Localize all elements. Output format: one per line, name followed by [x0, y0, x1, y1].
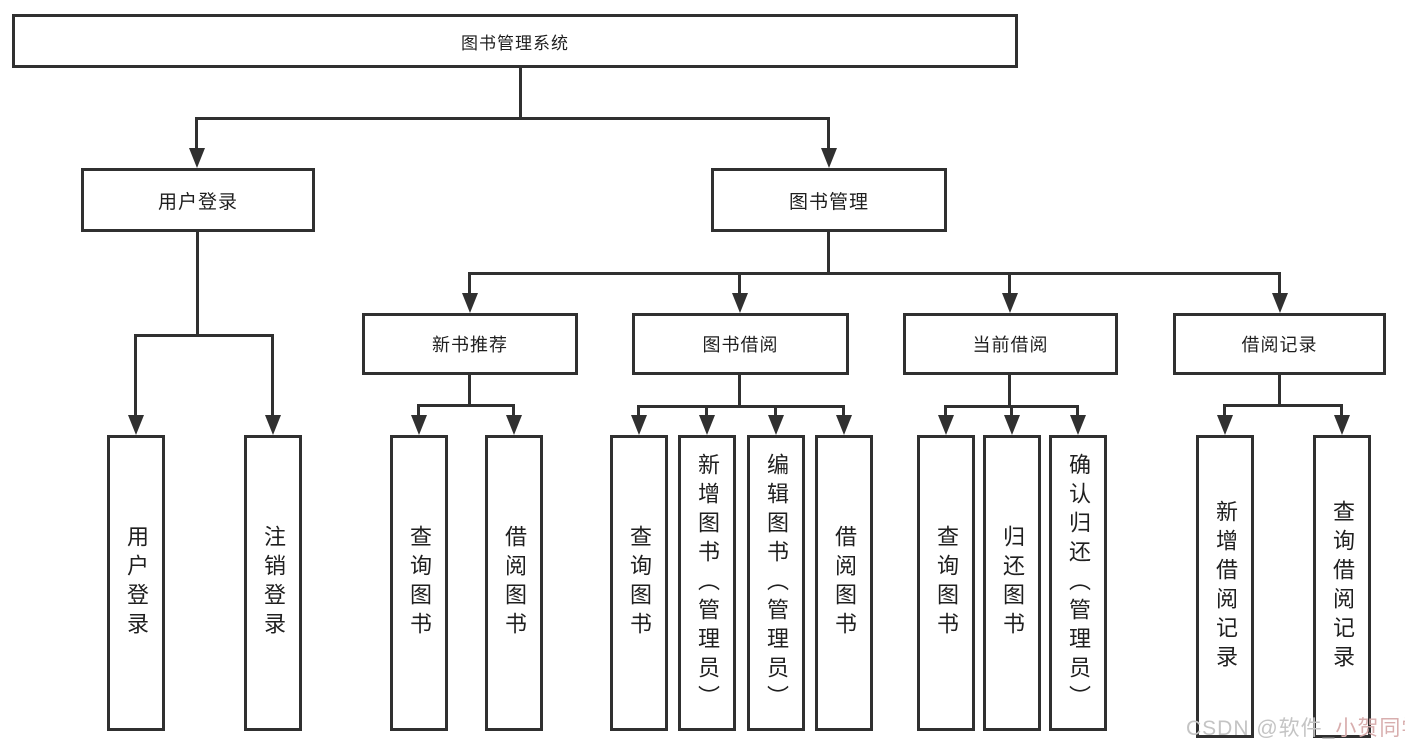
node-new-book-label: 新书推荐 [432, 335, 508, 355]
leaf-label: 借阅图书 [832, 525, 857, 641]
connector-drop-book-borrow [738, 272, 741, 296]
connector-drop-leaf-cb3 [1076, 405, 1079, 418]
node-book-mgmt-label: 图书管理 [788, 191, 869, 213]
leaf-label: 查询图书 [627, 525, 652, 641]
connector-new-book-stem [468, 373, 471, 406]
node-current-borrow-label: 当前借阅 [972, 335, 1049, 355]
leaf-bb-query-book: 查询图书 [610, 435, 668, 731]
arrow-down-icon [506, 415, 522, 435]
connector-bar-bb-children [637, 405, 845, 408]
leaf-label: 新增借阅记录 [1213, 499, 1238, 674]
leaf-label: 归还图书 [1000, 525, 1025, 641]
arrow-down-icon [1002, 293, 1018, 313]
connector-drop-leaf-cb1 [944, 405, 947, 418]
arrow-down-icon [699, 415, 715, 435]
arrow-down-icon [836, 415, 852, 435]
arrow-down-icon [1217, 415, 1233, 435]
arrow-down-icon [938, 415, 954, 435]
connector-drop-leaf-bb2 [705, 405, 708, 418]
leaf-nb-query-book: 查询图书 [390, 435, 448, 731]
connector-book-mgmt-stem [827, 230, 830, 274]
leaf-cb-query-book: 查询图书 [917, 435, 975, 731]
connector-book-borrow-stem [738, 373, 741, 407]
arrow-down-icon [768, 415, 784, 435]
leaf-label: 查询借阅记录 [1330, 499, 1355, 674]
node-borrow-records: 借阅记录 [1173, 313, 1386, 375]
connector-drop-borrow-records [1278, 272, 1281, 296]
leaf-rc-query-record: 查询借阅记录 [1313, 435, 1371, 738]
connector-drop-leaf-rc2 [1340, 404, 1343, 418]
connector-borrow-records-stem [1278, 373, 1281, 406]
node-root: 图书管理系统 [12, 14, 1018, 68]
arrow-down-icon [1334, 415, 1350, 435]
leaf-label: 查询图书 [934, 525, 959, 641]
node-borrow-records-label: 借阅记录 [1241, 335, 1318, 355]
connector-bar-level2 [195, 117, 829, 120]
connector-drop-book-mgmt [827, 117, 830, 153]
watermark-prefix: CSDN @软件_ [1186, 717, 1336, 740]
leaf-user-login: 用户登录 [107, 435, 165, 731]
node-new-book: 新书推荐 [362, 313, 578, 375]
leaf-bb-edit-book-admin: 编辑图书（管理员） [747, 435, 805, 731]
node-book-borrow-label: 图书借阅 [702, 335, 779, 355]
arrow-down-icon [821, 148, 837, 168]
node-current-borrow: 当前借阅 [903, 313, 1118, 375]
connector-drop-leaf-bb3 [774, 405, 777, 418]
connector-drop-leaf-cb2 [1010, 405, 1013, 418]
arrow-down-icon [732, 293, 748, 313]
leaf-label: 新增图书（管理员） [695, 452, 720, 714]
connector-drop-leaf-nb2 [512, 404, 515, 418]
node-book-borrow: 图书借阅 [632, 313, 849, 375]
node-user-login-label: 用户登录 [157, 191, 238, 213]
connector-drop-leaf-bb4 [842, 405, 845, 418]
arrow-down-icon [1070, 415, 1086, 435]
node-root-label: 图书管理系统 [461, 33, 569, 53]
arrow-down-icon [1272, 293, 1288, 313]
connector-bar-cb-children [944, 405, 1079, 408]
arrow-down-icon [189, 148, 205, 168]
connector-drop-leaf-rc1 [1223, 404, 1226, 418]
node-user-login: 用户登录 [81, 168, 315, 232]
leaf-nb-borrow-book: 借阅图书 [485, 435, 543, 731]
leaf-label: 查询图书 [407, 525, 432, 641]
connector-drop-current-borrow [1008, 272, 1011, 296]
arrow-down-icon [631, 415, 647, 435]
leaf-logout: 注销登录 [244, 435, 302, 731]
connector-drop-leaf-login1 [134, 334, 137, 417]
connector-bar-login-children [134, 334, 274, 337]
arrow-down-icon [1004, 415, 1020, 435]
arrow-down-icon [411, 415, 427, 435]
leaf-label: 注销登录 [261, 525, 286, 641]
connector-drop-leaf-bb1 [637, 405, 640, 418]
watermark-suffix: 小贺同学 [1335, 717, 1405, 740]
leaf-label: 用户登录 [124, 525, 149, 641]
node-book-mgmt: 图书管理 [711, 168, 947, 232]
connector-drop-user-login [195, 117, 198, 153]
leaf-bb-borrow-book: 借阅图书 [815, 435, 873, 731]
csdn-watermark: CSDN @软件_小贺同学 [1186, 712, 1405, 742]
connector-bar-nb-children [417, 404, 515, 407]
leaf-cb-return-book: 归还图书 [983, 435, 1041, 731]
arrow-down-icon [265, 415, 281, 435]
arrow-down-icon [462, 293, 478, 313]
arrow-down-icon [128, 415, 144, 435]
leaf-label: 借阅图书 [502, 525, 527, 641]
connector-bar-rc-children [1223, 404, 1343, 407]
connector-root-stem [519, 66, 522, 119]
connector-drop-leaf-nb1 [417, 404, 420, 418]
leaf-cb-confirm-return-admin: 确认归还（管理员） [1049, 435, 1107, 731]
leaf-label: 编辑图书（管理员） [764, 452, 789, 714]
connector-drop-new-book [468, 272, 471, 296]
connector-current-borrow-stem [1008, 373, 1011, 407]
leaf-rc-add-record: 新增借阅记录 [1196, 435, 1254, 738]
connector-drop-leaf-login2 [271, 334, 274, 417]
leaf-bb-add-book-admin: 新增图书（管理员） [678, 435, 736, 731]
connector-bar-level3 [468, 272, 1281, 275]
connector-user-login-stem [196, 230, 199, 336]
leaf-label: 确认归还（管理员） [1066, 452, 1091, 714]
